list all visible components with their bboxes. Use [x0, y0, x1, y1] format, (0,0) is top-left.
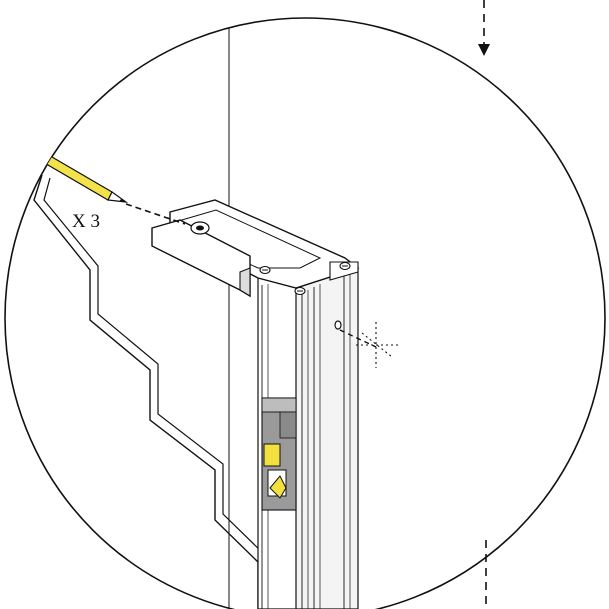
post-drill-hole	[334, 320, 342, 330]
quantity-label: X 3	[72, 211, 100, 232]
screw-front-bracket	[294, 286, 306, 296]
stepped-shelf-inner	[43, 177, 267, 609]
stepped-shelf-outline	[33, 174, 259, 609]
door-latch	[261, 397, 297, 511]
screw-corner-bracket	[339, 261, 351, 271]
pencil-leader-dashed	[125, 203, 186, 225]
mounting-bar	[151, 219, 251, 298]
screw-top-bracket	[190, 221, 210, 235]
arrow-down-icon	[478, 0, 490, 56]
drill-leader-dashed	[339, 329, 377, 348]
crosshair-icon	[356, 322, 398, 368]
screw-mid-bracket	[259, 265, 271, 275]
